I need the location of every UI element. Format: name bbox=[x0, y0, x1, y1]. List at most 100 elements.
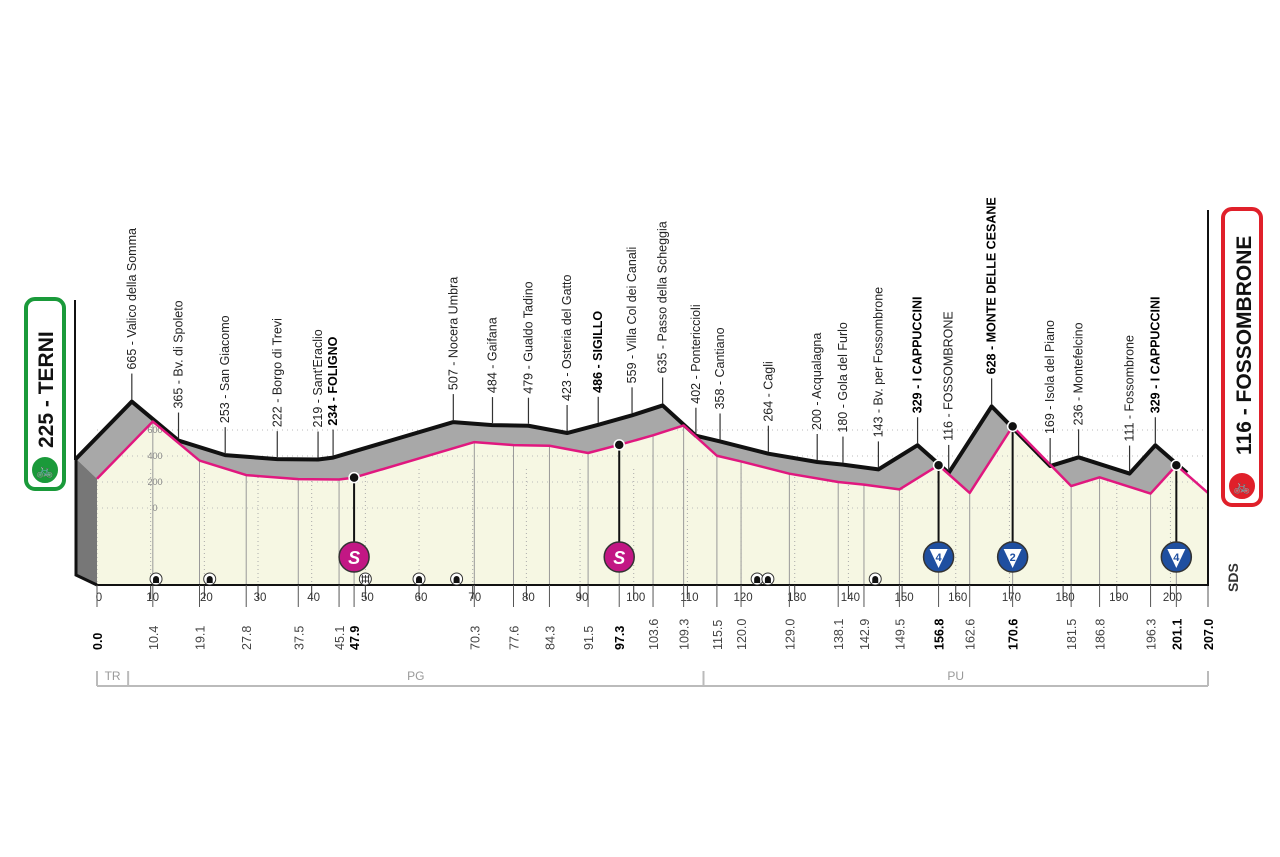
km-value-label: 103.6 bbox=[647, 619, 661, 650]
place-label: 479 - Gualdo Tadino bbox=[521, 281, 535, 393]
finish-badge: 116 - FOSSOMBRONE 🚲 bbox=[1221, 207, 1263, 507]
start-label: 225 - TERNI bbox=[35, 331, 58, 448]
km-tick-label: 130 bbox=[787, 592, 806, 604]
kom-category-label: 4 bbox=[1173, 552, 1180, 564]
plot-area bbox=[97, 421, 1208, 585]
place-label: 143 - Bv. per Fossombrone bbox=[871, 287, 885, 438]
place-label: 423 - Osteria del Gatto bbox=[560, 275, 574, 402]
km-value-label: 77.6 bbox=[507, 626, 521, 650]
km-tick-label: 120 bbox=[733, 592, 752, 604]
profile-line bbox=[96, 420, 1209, 495]
km-tick-label: 20 bbox=[200, 592, 213, 604]
km-value-label: 207.0 bbox=[1202, 619, 1216, 650]
place-label: 484 - Gaifana bbox=[485, 317, 499, 393]
km-value-label: 0.0 bbox=[91, 633, 105, 650]
svg-text:🚲: 🚲 bbox=[1233, 478, 1250, 495]
alt-tick-label: 400 bbox=[147, 451, 162, 461]
place-label: 665 - Valico della Somma bbox=[125, 228, 139, 370]
place-label: 329 - I CAPPUCCINI bbox=[911, 297, 925, 414]
kom-dot bbox=[1006, 420, 1019, 433]
km-tick-label: 30 bbox=[254, 592, 267, 604]
place-label: 486 - SIGILLO bbox=[591, 311, 605, 393]
place-label: 329 - I CAPPUCCINI bbox=[1148, 297, 1162, 414]
km-value-label: 91.5 bbox=[582, 626, 596, 650]
km-value-label: 120.0 bbox=[735, 619, 749, 650]
km-value-label: 70.3 bbox=[468, 626, 482, 650]
place-label: 180 - Gola del Furlo bbox=[836, 322, 850, 433]
railway-glyph bbox=[361, 575, 370, 583]
profile-front-edge bbox=[74, 458, 98, 587]
km-value-label: 19.1 bbox=[194, 626, 208, 650]
tunnel-glyph bbox=[764, 576, 771, 583]
alt-tick-label: 600 bbox=[147, 425, 162, 435]
tunnel-glyph bbox=[453, 576, 460, 583]
km-value-label: 170.6 bbox=[1007, 619, 1021, 650]
km-tick-label: 190 bbox=[1109, 592, 1128, 604]
km-value-label: 196.3 bbox=[1145, 619, 1159, 650]
km-value-label: 115.5 bbox=[711, 620, 725, 650]
place-label: 402 - Pontericcioli bbox=[689, 304, 703, 403]
km-tick-label: 160 bbox=[948, 592, 967, 604]
km-tick-label: 100 bbox=[626, 592, 645, 604]
place-label: 169 - Isola del Piano bbox=[1043, 320, 1057, 434]
region-label: PU bbox=[947, 669, 964, 683]
km-value-label: 181.5 bbox=[1065, 619, 1079, 650]
kom-triangle-icon bbox=[929, 549, 948, 568]
kom-category-label: 2 bbox=[1010, 552, 1016, 564]
km-tick-label: 150 bbox=[894, 592, 913, 604]
km-tick-label: 140 bbox=[841, 592, 860, 604]
profile-shadow bbox=[76, 401, 1208, 494]
km-value-label: 47.9 bbox=[348, 626, 362, 650]
km-value-label: 97.3 bbox=[613, 626, 627, 650]
sprint-icon bbox=[603, 541, 635, 573]
km-axis: 0102030405060708090100110120130140150160… bbox=[91, 585, 1216, 650]
start-cyclist-icon bbox=[30, 455, 60, 485]
profile-front-face bbox=[76, 458, 97, 585]
sprint-icon-label: S bbox=[613, 548, 625, 568]
sprint-dot bbox=[613, 439, 625, 451]
tunnel-glyph bbox=[206, 576, 213, 583]
km-tick-label: 80 bbox=[522, 592, 535, 604]
place-label: 358 - Cantiano bbox=[713, 327, 727, 409]
kom-triangle-icon bbox=[1167, 549, 1186, 568]
km-value-label: 138.1 bbox=[832, 619, 846, 650]
km-value-label: 129.0 bbox=[783, 619, 797, 650]
place-label: 234 - FOLIGNO bbox=[326, 336, 340, 425]
kom-triangle-icon bbox=[1003, 549, 1022, 568]
place-label: 116 - FOSSOMBRONE bbox=[942, 311, 956, 441]
km-value-label: 186.8 bbox=[1094, 619, 1108, 650]
km-tick-label: 50 bbox=[361, 592, 374, 604]
km-value-label: 156.8 bbox=[933, 619, 947, 650]
svg-text:🚲: 🚲 bbox=[36, 462, 53, 479]
alt-tick-label: 0 bbox=[152, 503, 157, 513]
km-tick-label: 110 bbox=[680, 592, 698, 604]
sprint-dot bbox=[348, 471, 360, 484]
km-value-label: 37.5 bbox=[292, 626, 306, 650]
kom-dot bbox=[932, 459, 945, 471]
place-label: 635 - Passo della Scheggia bbox=[656, 221, 670, 373]
place-label: 264 - Cagli bbox=[761, 361, 775, 421]
kom-category-label: 4 bbox=[936, 552, 943, 564]
place-label: 111 - Fossombrone bbox=[1123, 335, 1137, 442]
plot-background bbox=[97, 421, 1208, 585]
km-value-label: 84.3 bbox=[543, 626, 557, 650]
km-tick-label: 200 bbox=[1163, 592, 1182, 604]
km-tick-label: 90 bbox=[576, 592, 589, 604]
region-label: PG bbox=[407, 669, 424, 683]
km-value-label: 162.6 bbox=[964, 619, 978, 650]
start-badge: 225 - TERNI 🚲 bbox=[24, 297, 66, 491]
sprint-icon bbox=[338, 541, 370, 573]
km-value-label: 109.3 bbox=[678, 619, 692, 650]
km-tick-label: 40 bbox=[307, 592, 320, 604]
km-tick-label: 180 bbox=[1055, 592, 1074, 604]
km-tick-label: 0 bbox=[96, 592, 102, 604]
place-label: 200 - Acqualagna bbox=[810, 333, 824, 430]
km-tick-label: 60 bbox=[415, 592, 428, 604]
place-label: 236 - Montefelcino bbox=[1072, 322, 1086, 425]
place-label: 365 - Bv. di Spoleto bbox=[172, 300, 186, 408]
km-tick-label: 170 bbox=[1002, 592, 1021, 604]
sds-logo: SDS bbox=[1225, 563, 1241, 592]
place-label: 222 - Borgo di Trevi bbox=[270, 318, 284, 427]
